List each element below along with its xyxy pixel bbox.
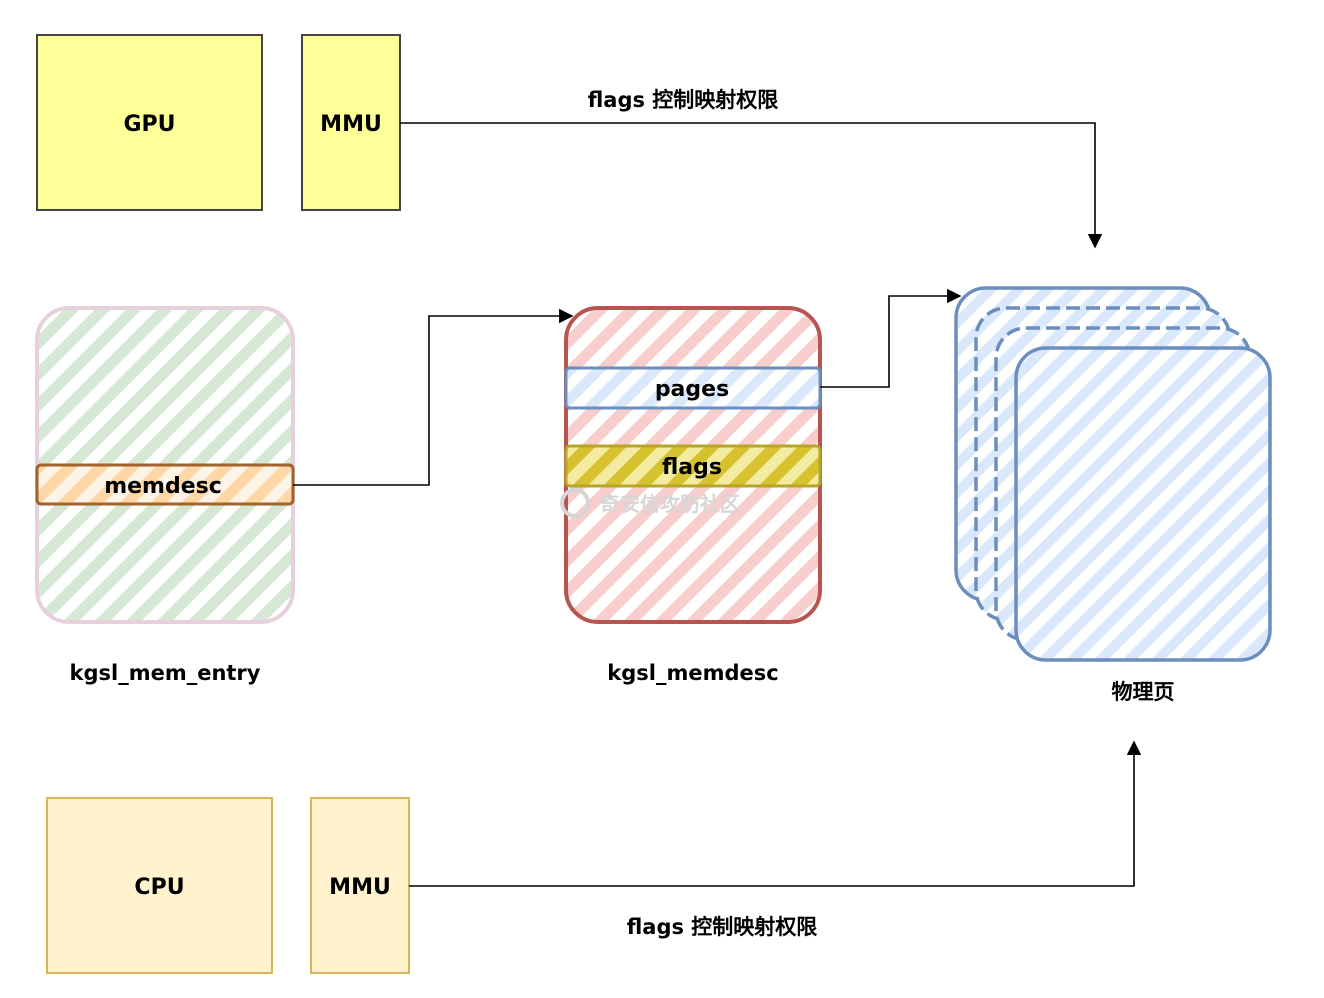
kgsl-memdesc-caption: kgsl_memdesc (607, 661, 778, 685)
cpu-mmu-to-pages-edge (409, 740, 1142, 887)
watermark: 奇安信攻防社区 (560, 488, 740, 518)
gpu-mmu-label: MMU (320, 112, 382, 137)
physical-pages-stack (954, 286, 1272, 662)
cpu-label: CPU (134, 875, 184, 900)
physical-pages-caption: 物理页 (1112, 680, 1175, 704)
gpu-label: GPU (123, 112, 175, 137)
kgsl-mem-entry-caption: kgsl_mem_entry (70, 661, 261, 685)
physical-page-4 (1014, 346, 1272, 662)
kgsl-memdesc-box: pages flags 奇安信攻防社区 (560, 306, 822, 624)
gpu-box: GPU (36, 34, 263, 211)
cpu-edge-label: flags 控制映射权限 (627, 915, 818, 939)
watermark-logo-icon (560, 488, 590, 518)
memdesc-to-kgsl-memdesc-edge (293, 308, 574, 486)
cpu-mmu-box: MMU (310, 797, 410, 974)
watermark-text: 奇安信攻防社区 (600, 492, 740, 516)
flags-field: flags (564, 444, 822, 488)
cpu-mmu-label: MMU (329, 875, 391, 900)
gpu-edge-label: flags 控制映射权限 (588, 88, 779, 112)
pages-field-label: pages (655, 377, 729, 402)
cpu-box: CPU (46, 797, 273, 974)
memdesc-field: memdesc (35, 463, 295, 506)
gpu-mmu-to-pages-edge (400, 122, 1103, 249)
gpu-mmu-box: MMU (301, 34, 401, 211)
kgsl-mem-entry-box: memdesc (35, 306, 295, 624)
pages-field: pages (564, 366, 822, 410)
memdesc-field-label: memdesc (104, 474, 222, 499)
pages-to-physical-edge (820, 288, 962, 388)
flags-field-label: flags (662, 455, 722, 480)
